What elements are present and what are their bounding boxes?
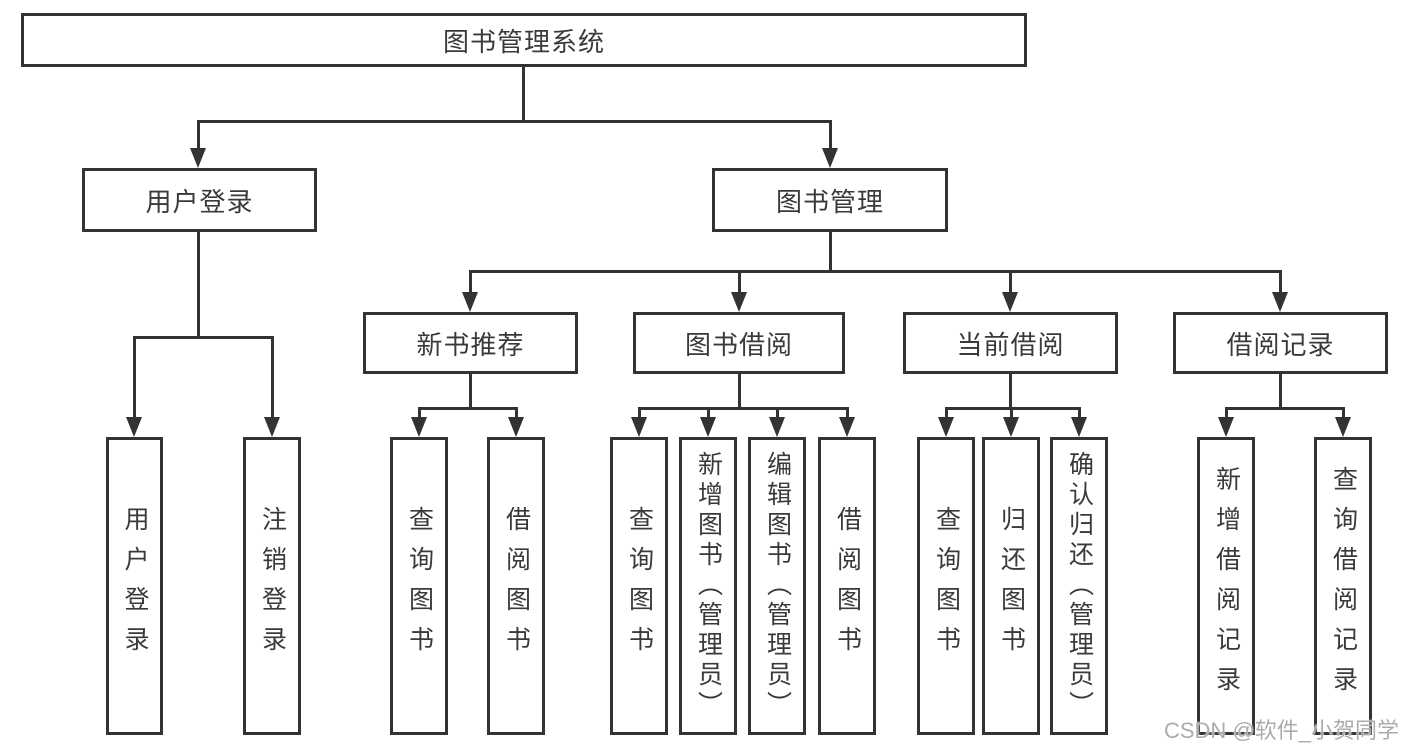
connector-stub xyxy=(418,407,421,419)
connector-stub-user xyxy=(197,120,200,150)
leaf-return-books: 归还图书 xyxy=(982,437,1040,735)
node-current-borrowing: 当前借阅 xyxy=(903,312,1118,374)
connector-mgmt-hline xyxy=(469,270,1282,273)
arrowhead xyxy=(938,417,954,437)
arrowhead xyxy=(1003,417,1019,437)
connector-stub xyxy=(776,407,779,419)
connector-stub xyxy=(846,407,849,419)
arrowhead xyxy=(190,148,206,168)
node-new-book-recommend: 新书推荐 xyxy=(363,312,578,374)
connector-stub xyxy=(271,336,274,419)
connector-user-hline xyxy=(133,336,274,339)
connector-stub xyxy=(1225,407,1228,419)
leaf-label: 查询图书 xyxy=(405,506,434,666)
node-label: 图书借阅 xyxy=(684,329,793,360)
leaf-label: 查询图书 xyxy=(625,506,654,666)
leaf-confirm-return-admin: 确认归还（管理员） xyxy=(1050,437,1108,735)
arrowhead xyxy=(1071,417,1087,437)
arrowhead xyxy=(1218,417,1234,437)
leaf-label: 借阅图书 xyxy=(833,506,862,666)
leaf-edit-books-admin: 编辑图书（管理员） xyxy=(748,437,806,735)
connector-stub xyxy=(1342,407,1345,419)
connector-stub xyxy=(945,407,948,419)
leaf-label: 注销登录 xyxy=(258,506,287,666)
leaf-borrow-books: 借阅图书 xyxy=(487,437,545,735)
connector-stub xyxy=(133,336,136,419)
arrowhead xyxy=(1335,417,1351,437)
leaf-label: 新增图书（管理员） xyxy=(694,451,723,721)
leaf-label: 新增借阅记录 xyxy=(1212,466,1241,706)
connector-stub xyxy=(1009,270,1012,295)
node-borrowing-records: 借阅记录 xyxy=(1173,312,1388,374)
leaf-add-borrow-record: 新增借阅记录 xyxy=(1197,437,1255,735)
connector-level2-hline xyxy=(197,120,831,123)
node-book-management-label: 图书管理 xyxy=(775,186,884,217)
node-book-borrowing: 图书借阅 xyxy=(633,312,845,374)
arrowhead xyxy=(462,292,478,312)
arrowhead xyxy=(508,417,524,437)
connector-branch-trunk xyxy=(738,374,741,410)
connector-stub-mgmt xyxy=(829,120,832,150)
leaf-query-books: 查询图书 xyxy=(390,437,448,735)
connector-root-trunk xyxy=(522,67,525,123)
node-label: 借阅记录 xyxy=(1226,329,1335,360)
connector-stub xyxy=(1078,407,1081,419)
watermark: CSDN @软件_小贺同学 xyxy=(1163,718,1399,743)
node-label: 当前借阅 xyxy=(956,329,1065,360)
leaf-query-books: 查询图书 xyxy=(917,437,975,735)
leaf-query-books: 查询图书 xyxy=(610,437,668,735)
connector-branch-trunk xyxy=(1279,374,1282,410)
leaf-user-login: 用户登录 xyxy=(106,437,163,735)
leaf-label: 借阅图书 xyxy=(502,506,531,666)
arrowhead xyxy=(411,417,427,437)
arrowhead xyxy=(769,417,785,437)
leaf-query-borrow-record: 查询借阅记录 xyxy=(1314,437,1372,735)
leaf-logout: 注销登录 xyxy=(243,437,301,735)
arrowhead xyxy=(731,292,747,312)
arrowhead xyxy=(631,417,647,437)
node-user-login-label: 用户登录 xyxy=(145,186,254,217)
leaf-label: 归还图书 xyxy=(997,506,1026,666)
connector-stub xyxy=(738,270,741,295)
leaf-label: 用户登录 xyxy=(121,506,149,666)
connector-stub xyxy=(469,270,472,295)
node-book-management: 图书管理 xyxy=(712,168,948,232)
node-user-login: 用户登录 xyxy=(82,168,317,232)
arrowhead xyxy=(700,417,716,437)
leaf-borrow-books: 借阅图书 xyxy=(818,437,876,735)
connector-user-trunk xyxy=(197,232,200,339)
arrowhead xyxy=(264,417,280,437)
connector-stub xyxy=(638,407,641,419)
arrowhead xyxy=(1272,292,1288,312)
arrowhead xyxy=(126,417,142,437)
connector-mgmt-trunk xyxy=(829,232,832,273)
connector-stub xyxy=(1010,407,1013,419)
arrowhead xyxy=(839,417,855,437)
connector-branch-hline xyxy=(945,407,1081,410)
node-root: 图书管理系统 xyxy=(21,13,1027,67)
connector-stub xyxy=(515,407,518,419)
arrowhead xyxy=(822,148,838,168)
leaf-label: 查询借阅记录 xyxy=(1329,466,1358,706)
node-root-label: 图书管理系统 xyxy=(442,26,605,57)
leaf-add-books-admin: 新增图书（管理员） xyxy=(679,437,737,735)
leaf-label: 编辑图书（管理员） xyxy=(763,451,792,721)
connector-stub xyxy=(1279,270,1282,295)
connector-stub xyxy=(707,407,710,419)
connector-branch-trunk xyxy=(469,374,472,410)
leaf-label: 查询图书 xyxy=(932,506,961,666)
node-label: 新书推荐 xyxy=(416,329,525,360)
connector-branch-hline xyxy=(638,407,848,410)
connector-branch-hline xyxy=(1225,407,1345,410)
connector-branch-hline xyxy=(418,407,518,410)
leaf-label: 确认归还（管理员） xyxy=(1065,451,1094,721)
connector-branch-trunk xyxy=(1009,374,1012,410)
arrowhead xyxy=(1002,292,1018,312)
